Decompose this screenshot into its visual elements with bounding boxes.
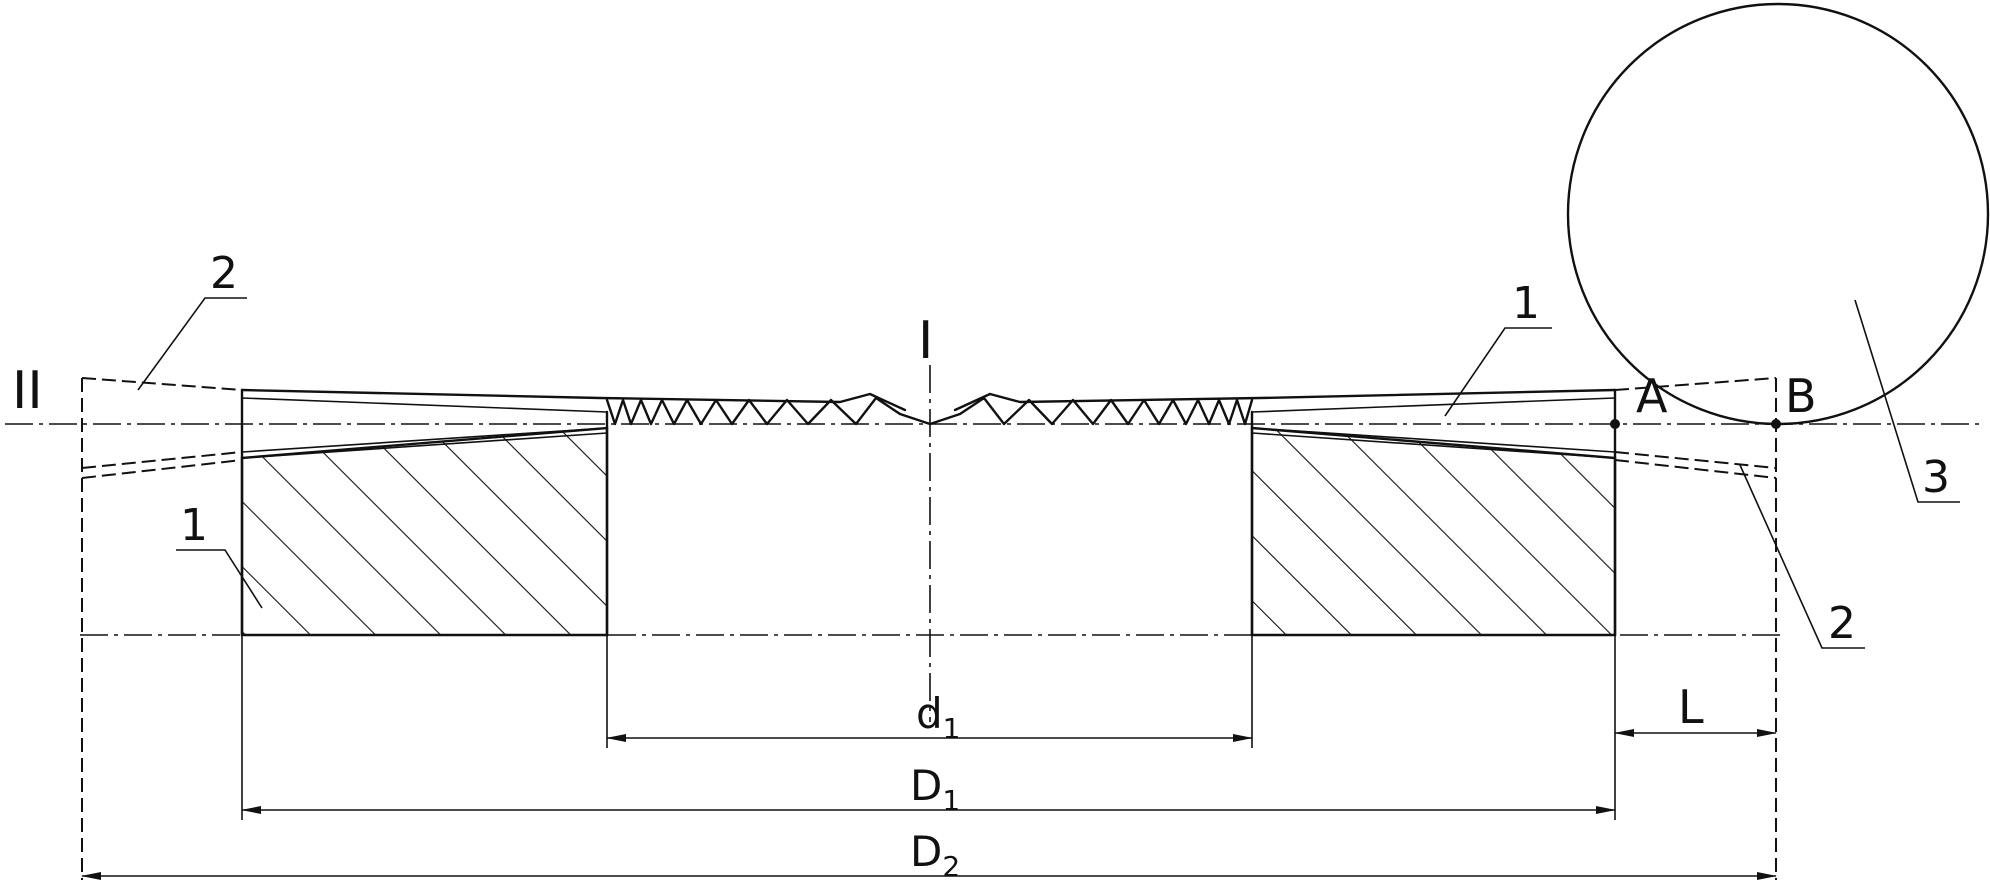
callout-3-leader [1854,299,1960,503]
axis-II-label: II [12,361,43,421]
left-upper-wedge [241,397,608,413]
point-B-label: B [1785,369,1817,423]
left-lower-wedge-b [241,432,608,459]
dimension-D2-symbol: D2 [910,827,960,883]
right-lower-wedge-a [1251,427,1616,453]
callout-3: 3 [1922,452,1950,503]
right-top-contour [953,388,1617,412]
right-hatched-section [1250,426,1617,637]
right-dashed-bottom-a [1614,451,1777,469]
right-dashed-top [1614,377,1777,391]
callout-2-right-leader [1739,464,1865,649]
left-dashed-bottom-a [81,451,243,469]
callout-2-right: 2 [1828,598,1856,649]
callout-2-left-leader [137,297,247,391]
dimension-L-symbol: L [1678,680,1704,734]
right-dashed-bottom-b [1614,459,1777,479]
axis-I-label: I [918,311,933,371]
point-A-marker [1610,419,1620,429]
callout-1-left-leader [176,549,263,609]
dimension-d1-symbol: d1 [916,689,961,745]
point-A-label: A [1636,369,1668,423]
right-upper-wedge [1251,397,1616,413]
callout-1-right-leader [1444,327,1552,417]
callout-2-left: 2 [210,248,238,299]
callout-1-right: 1 [1512,278,1540,329]
left-dashed-top [81,377,243,391]
callout-1-left: 1 [180,500,208,551]
dimension-D1-symbol: D1 [910,761,960,817]
roller-circle [1566,2,1990,426]
left-tooth-profile [605,396,932,426]
point-B-marker [1771,419,1781,429]
left-hatched-section [240,426,609,637]
left-dashed-bottom-b [81,459,243,479]
left-lower-wedge-a [241,427,608,453]
right-lower-wedge-b [1251,432,1616,459]
left-top-contour [240,388,907,412]
right-tooth-profile [928,396,1254,426]
